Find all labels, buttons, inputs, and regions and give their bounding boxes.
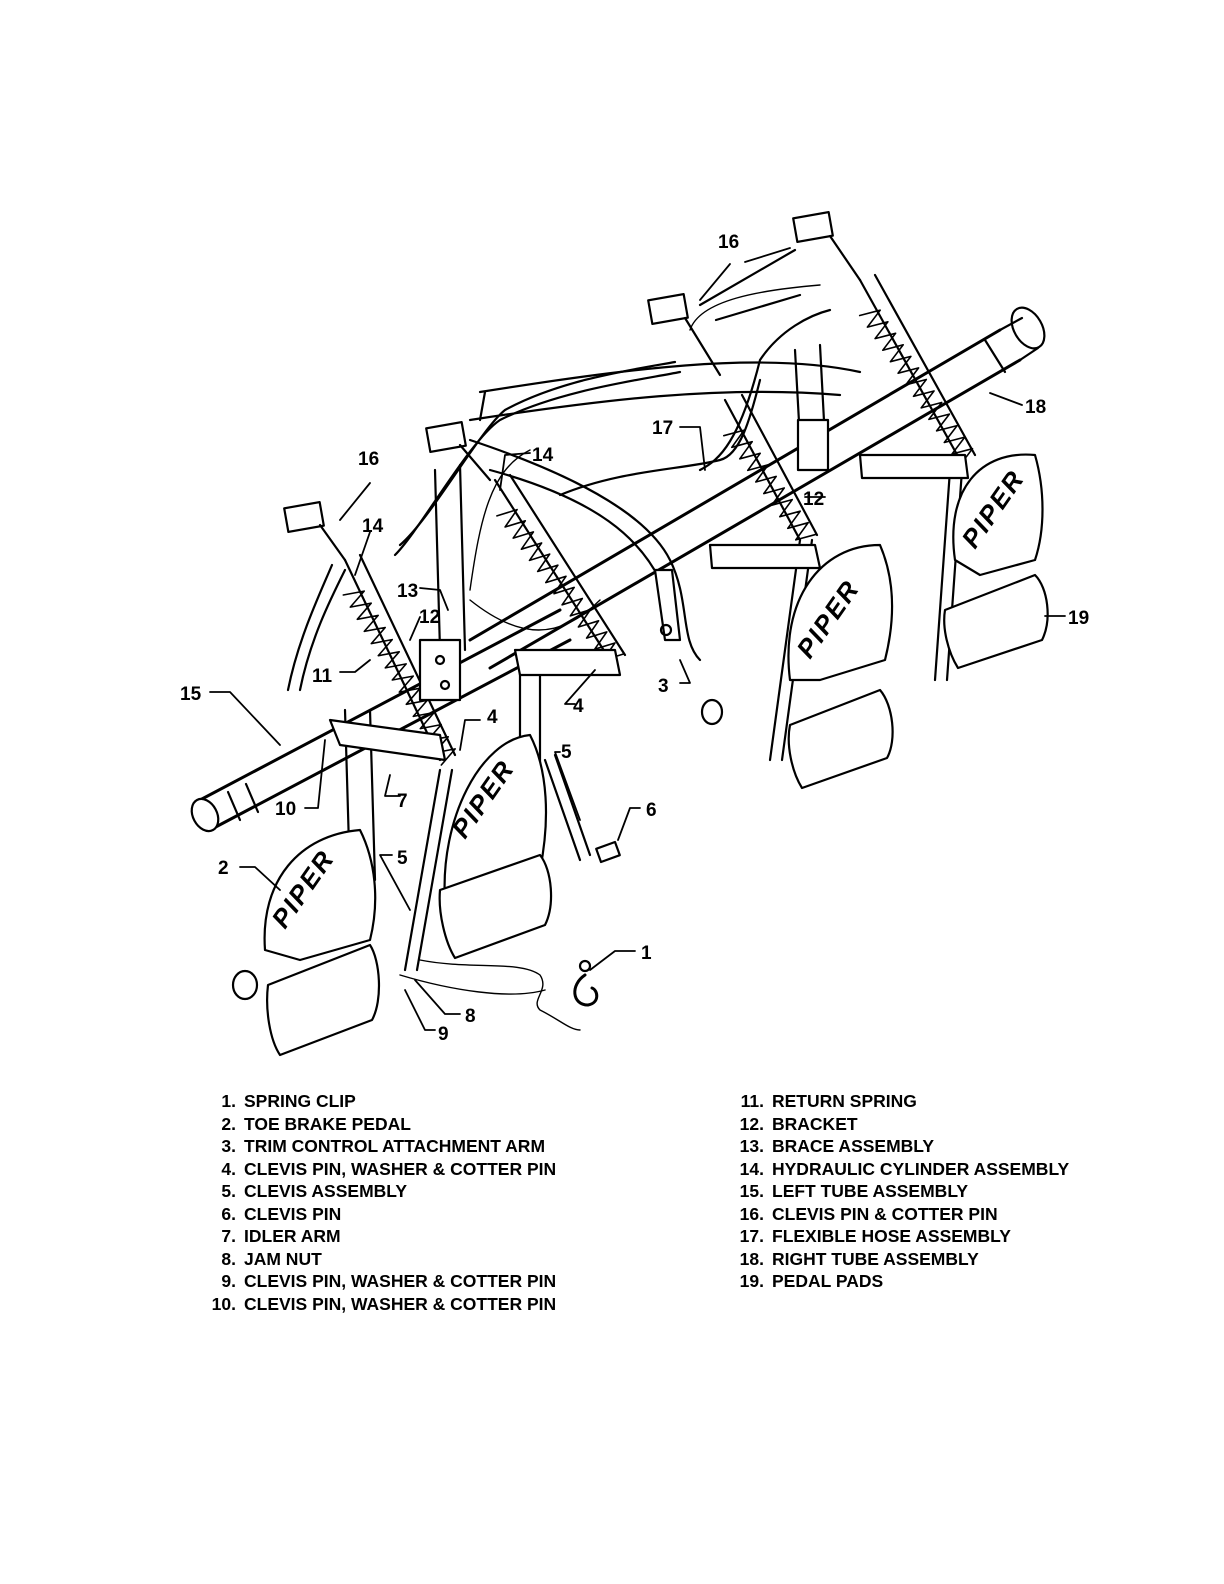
legend-item-number: 1. (221, 1091, 236, 1111)
return-spring-coil (723, 429, 817, 541)
callout-8: 8 (465, 1006, 476, 1027)
callout-4: 4 (573, 696, 584, 717)
legend-item: 18. RIGHT TUBE ASSEMBLY (728, 1248, 1148, 1271)
legend-item-number: 18. (739, 1248, 764, 1269)
legend-item: 13. BRACE ASSEMBLY (728, 1135, 1148, 1158)
callout-5: 5 (561, 742, 572, 763)
legend-item: 15. LEFT TUBE ASSEMBLY (728, 1180, 1148, 1203)
legend-item-label: SPRING CLIP (244, 1091, 356, 1111)
legend-item-number: 3. (221, 1136, 236, 1156)
legend-item-number: 7. (221, 1226, 236, 1246)
callout-19: 19 (1068, 608, 1089, 629)
legend-item-label: PEDAL PADS (772, 1271, 884, 1291)
legend-item-label: CLEVIS PIN, WASHER & COTTER PIN (244, 1293, 557, 1314)
return-spring-coil (496, 508, 624, 662)
legend-item-label: CLEVIS PIN & COTTER PIN (772, 1203, 998, 1224)
legend-item-label: IDLER ARM (244, 1226, 341, 1246)
callout-9: 9 (438, 1024, 449, 1045)
callout-10: 10 (275, 799, 296, 820)
legend-item-label: RETURN SPRING (772, 1091, 917, 1111)
legend-item-number: 11. (740, 1091, 764, 1111)
callout-5: 5 (397, 848, 408, 869)
leader-lines (209, 247, 1066, 1031)
callout-6: 6 (646, 800, 657, 821)
callout-18: 18 (1025, 397, 1046, 418)
brake-pedal-assembly-diagram: PIPER PIPER PIPER PIPER (180, 210, 1089, 1057)
small-parts (399, 840, 621, 1031)
legend-item-number: 10. (211, 1293, 236, 1314)
legend-item: 6. CLEVIS PIN (200, 1203, 630, 1226)
callout-labels: 16 18 17 16 14 14 13 12 12 11 19 3 15 4 … (180, 232, 1089, 1045)
legend-item: 16. CLEVIS PIN & COTTER PIN (728, 1203, 1148, 1226)
callout-7: 7 (397, 791, 408, 812)
legend-item: 1. SPRING CLIP (200, 1090, 630, 1113)
legend-item-label: JAM NUT (244, 1248, 322, 1269)
legend-item-number: 17. (739, 1226, 764, 1246)
legend-left-column: 1. SPRING CLIP 2. TOE BRAKE PEDAL 3. TRIM CON… (200, 1090, 630, 1315)
legend-item: 7. IDLER ARM (200, 1225, 630, 1248)
legend-item-number: 8. (221, 1248, 236, 1269)
legend-item-label: TRIM CONTROL ATTACHMENT ARM (244, 1136, 546, 1156)
legend-item-label: CLEVIS PIN, WASHER & COTTER PIN (244, 1271, 557, 1291)
legend-item-label: CLEVIS ASSEMBLY (244, 1181, 408, 1201)
callout-16: 16 (358, 449, 379, 470)
callout-15: 15 (180, 684, 202, 705)
legend-item: 8. JAM NUT (200, 1248, 630, 1271)
legend-item: 12. BRACKET (728, 1113, 1148, 1136)
legend-item: 4. CLEVIS PIN, WASHER & COTTER PIN (200, 1158, 630, 1181)
legend-item: 5. CLEVIS ASSEMBLY (200, 1180, 630, 1203)
legend-item: 11. RETURN SPRING (728, 1090, 1148, 1113)
legend-item: 2. TOE BRAKE PEDAL (200, 1113, 630, 1136)
callout-12: 12 (803, 489, 824, 510)
callout-2: 2 (218, 858, 229, 879)
callout-1: 1 (641, 943, 652, 964)
legend-item: 3. TRIM CONTROL ATTACHMENT ARM (200, 1135, 630, 1158)
legend-item-label: TOE BRAKE PEDAL (244, 1113, 411, 1134)
pedal-pads (231, 573, 1049, 1057)
callout-12: 12 (419, 607, 440, 628)
legend-item: 17. FLEXIBLE HOSE ASSEMBLY (728, 1225, 1148, 1248)
callout-14: 14 (362, 516, 384, 537)
legend-item-label: FLEXIBLE HOSE ASSEMBLY (772, 1226, 1011, 1246)
legend-item: 19. PEDAL PADS (728, 1270, 1148, 1293)
legend-item: 9. CLEVIS PIN, WASHER & COTTER PIN (200, 1270, 630, 1293)
callout-13: 13 (397, 581, 418, 602)
legend-item-label: HYDRAULIC CYLINDER ASSEMBLY (772, 1158, 1070, 1179)
legend-item-label: RIGHT TUBE ASSEMBLY (772, 1248, 979, 1269)
legend-item: 10. CLEVIS PIN, WASHER & COTTER PIN (200, 1293, 630, 1316)
callout-16: 16 (718, 232, 739, 253)
legend-item: 14. HYDRAULIC CYLINDER ASSEMBLY (728, 1158, 1148, 1181)
return-springs (342, 309, 974, 766)
legend-item-number: 4. (221, 1158, 236, 1179)
legend-item-label: BRACE ASSEMBLY (772, 1136, 935, 1156)
callout-14: 14 (532, 445, 554, 466)
trim-control-arm (653, 568, 682, 642)
legend-item-number: 16. (739, 1203, 764, 1224)
callout-3: 3 (658, 676, 669, 697)
cylinder-clevis-brackets (283, 210, 862, 562)
toe-brake-pedals: PIPER PIPER PIPER PIPER (263, 453, 1044, 962)
callout-17: 17 (652, 418, 673, 439)
legend-right-column: 11. RETURN SPRING 12. BRACKET 13. BRACE ASSEM… (728, 1090, 1148, 1293)
legend-item-number: 19. (739, 1271, 764, 1291)
legend-item-label: BRACKET (772, 1113, 858, 1134)
callout-4: 4 (487, 707, 498, 728)
legend-item-number: 14. (739, 1158, 764, 1179)
legend-item-label: CLEVIS PIN, WASHER & COTTER PIN (244, 1158, 557, 1179)
legend-item-number: 12. (739, 1113, 764, 1134)
return-spring-coil (342, 590, 456, 766)
legend-item-number: 15. (739, 1181, 764, 1201)
legend-item-label: CLEVIS PIN (244, 1203, 342, 1224)
brace-assembly (468, 361, 862, 662)
legend-item-number: 13. (739, 1136, 764, 1156)
flexible-hose-assembly (286, 284, 832, 692)
legend-item-number: 5. (221, 1181, 236, 1201)
legend-item-number: 9. (221, 1271, 236, 1291)
return-spring-coil (858, 309, 974, 467)
idler-arms (328, 418, 970, 762)
legend-item-number: 6. (221, 1203, 236, 1224)
legend-item-label: LEFT TUBE ASSEMBLY (772, 1181, 969, 1201)
callout-11: 11 (312, 666, 333, 687)
legend-item-number: 2. (221, 1113, 236, 1134)
